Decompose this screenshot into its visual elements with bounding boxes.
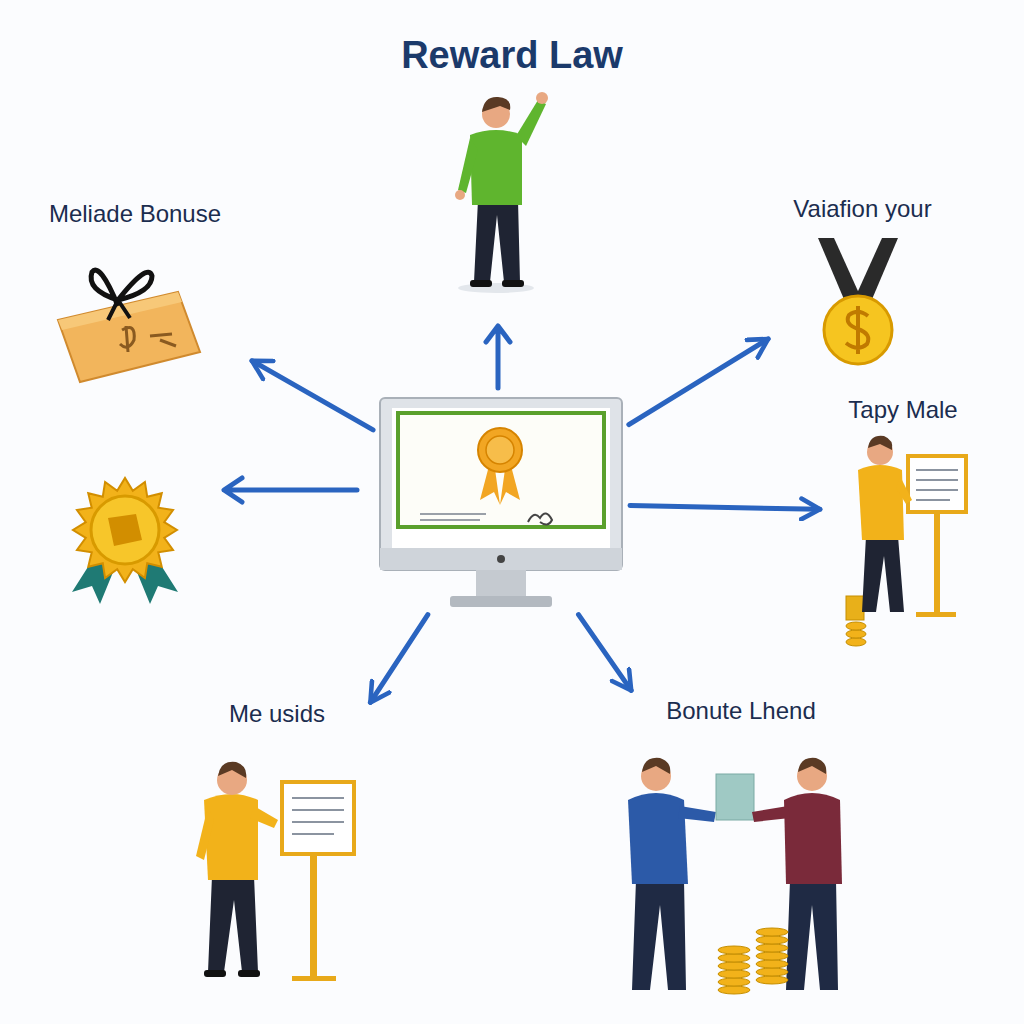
coin — [846, 622, 866, 630]
coin — [846, 630, 866, 638]
monitor-hub — [380, 398, 622, 608]
figure-group: Vaiafion your — [775, 195, 950, 367]
coin — [718, 946, 750, 954]
arrow-connector — [370, 615, 427, 703]
arrow-connector — [630, 506, 820, 510]
arrow-connector — [252, 361, 373, 430]
top-person — [455, 92, 548, 293]
medal — [818, 238, 898, 364]
figure-group: Tapy Male — [828, 396, 978, 626]
figure-label: Me usids — [229, 700, 325, 729]
arrow-connector — [629, 339, 768, 425]
presenter-left — [196, 762, 354, 981]
coin — [756, 976, 788, 984]
monitor — [380, 398, 622, 607]
coin — [718, 986, 750, 994]
figure-group: Me usids — [188, 700, 366, 990]
figure-label: Vaiafion your — [793, 195, 931, 224]
coin — [718, 978, 750, 986]
handshake-pair — [628, 758, 842, 990]
coin — [718, 954, 750, 962]
coin — [756, 952, 788, 960]
figure-label: Tapy Male — [848, 396, 957, 425]
coin — [846, 638, 866, 646]
figure-label: Meliade Bonuse — [49, 200, 221, 229]
sunburst-badge — [72, 478, 178, 604]
coin — [756, 968, 788, 976]
figure-label: Bonute Lhend — [666, 697, 815, 726]
coin — [718, 962, 750, 970]
coin — [718, 970, 750, 978]
presenter-right — [846, 436, 966, 620]
coin-stacks — [718, 622, 866, 994]
figure-group: Bonute Lhend — [618, 697, 864, 1000]
diagram-title: Reward Law — [0, 34, 1024, 77]
coin — [756, 928, 788, 936]
coin — [756, 944, 788, 952]
coin — [756, 936, 788, 944]
coin — [756, 960, 788, 968]
gift-box — [58, 270, 200, 382]
arrow-connector — [579, 615, 632, 691]
figure-group: Meliade Bonuse — [25, 200, 245, 388]
